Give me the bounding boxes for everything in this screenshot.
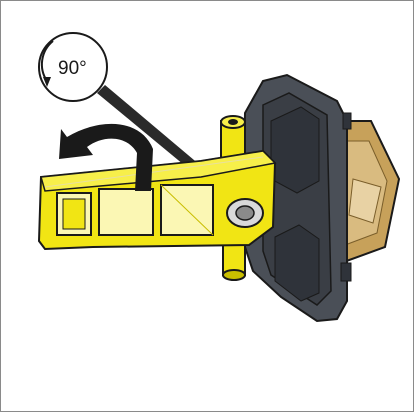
rotation-badge: 90° [38, 32, 108, 102]
housing [241, 73, 352, 323]
arrowhead-icon [43, 77, 51, 87]
rotation-label: 90° [58, 58, 87, 79]
rotation-arrow [59, 123, 153, 191]
badge-circle [38, 32, 108, 102]
lever-arm [37, 115, 277, 281]
leader-line [97, 85, 207, 179]
